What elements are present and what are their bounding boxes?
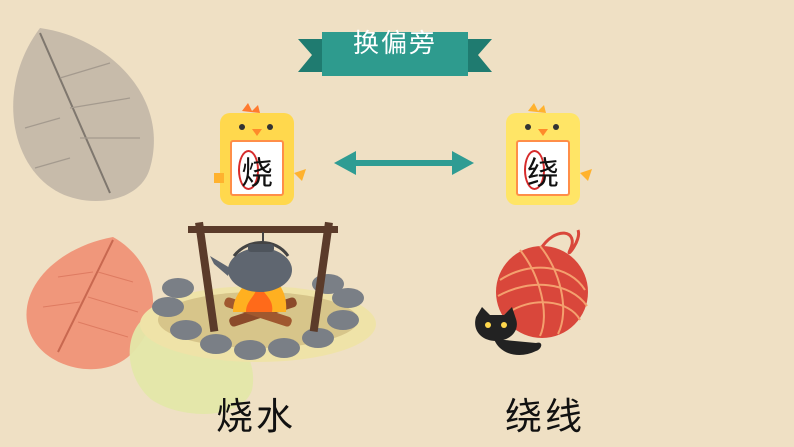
yarn-ball-icon [496, 229, 588, 338]
grey-leaf-icon [13, 28, 154, 201]
right-word: 绕线 [505, 395, 585, 438]
radical-circle [238, 150, 259, 190]
red-leaf-icon [26, 237, 154, 370]
left-character: 烧 [240, 154, 273, 192]
right-character-card: 绕 [516, 140, 570, 196]
banner-title: 换偏旁 [352, 29, 437, 59]
left-character-card: 烧 [230, 140, 284, 196]
cat-icon [475, 307, 542, 355]
left-word: 烧水 [216, 395, 296, 438]
double-arrow-icon [334, 151, 474, 175]
right-character: 绕 [526, 154, 559, 192]
radical-circle [524, 150, 545, 190]
campfire-kettle-icon [140, 221, 376, 362]
title-banner [298, 32, 492, 76]
